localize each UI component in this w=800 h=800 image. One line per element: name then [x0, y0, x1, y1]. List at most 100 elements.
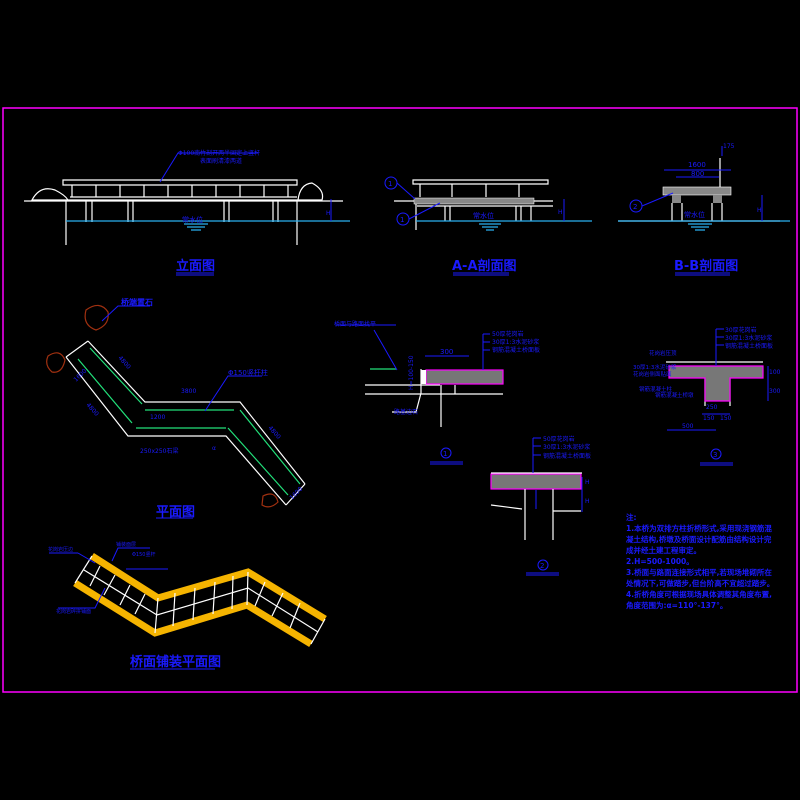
- drawing-label: 表面刷清漆两道: [200, 157, 242, 165]
- drawing-label: B-B剖面图: [674, 258, 738, 274]
- section-aa-view: 1 1 常水位 H A-A剖面图: [384, 176, 592, 276]
- note-item: 2.H=500-1000。: [626, 557, 694, 566]
- drawing-label: 桥面与路面找平: [334, 320, 376, 328]
- drawing-label: 平面图: [156, 505, 195, 520]
- note-item: 1.本桥为双排方柱折桥形式,采用现浇钢筋混凝土结构,桥墩及桥面设计配筋由结构设计…: [626, 524, 772, 555]
- drawing-linework: [440, 447, 452, 459]
- note-item: 3.桥面与路面连接形式相平,若现场堆砌所在处情况下,可做踏步,但台阶高不宜超过踏…: [626, 568, 775, 588]
- drawing-linework: [24, 179, 343, 245]
- drawing-label: A-A剖面图: [452, 258, 517, 274]
- drawing-label: 3: [713, 451, 717, 459]
- detail-2: 50厚花岗岩 30厚1:3水泥砂浆 钢筋混凝土桥面板 H H 2: [490, 435, 591, 576]
- elevation-view: Φ100南竹剖开两半固定上竖杆 表面刷清漆两道 常水位 H 立面图: [24, 149, 350, 276]
- drawing-linework: [394, 179, 553, 230]
- drawing-linework: [490, 472, 582, 540]
- drawing-linework: [641, 192, 674, 207]
- drawing-linework: [184, 223, 208, 231]
- drawing-label: 桥面铺装平面图: [130, 654, 221, 670]
- drawing-label: 150: [720, 415, 732, 422]
- drawing-label: 50厚花岗岩: [543, 435, 575, 443]
- drawing-linework: [396, 182, 565, 221]
- drawing-label: 1600: [72, 368, 88, 384]
- drawing-linework: [713, 195, 722, 203]
- drawing-label: 30厚1:3水泥砂浆: [633, 363, 677, 371]
- section-bb-view: 1600 800 175 H 2 常水位 B-B剖面图: [618, 143, 790, 276]
- drawing-label: H=100-150: [408, 355, 415, 390]
- drawing-linework: [618, 220, 790, 231]
- plan-view: 桥端置石 Φ150竖杆柱 3800 1200 250x250石梁 4800 48…: [46, 297, 306, 520]
- note-item: 4.折桥角度可根据现场具体调整其角度布置,角度范围为:α=110°-137°。: [626, 590, 772, 610]
- drawing-linework: [49, 547, 168, 609]
- drawing-label: 300: [440, 348, 453, 356]
- drawing-label: 175: [723, 143, 735, 150]
- drawing-label: 路基边石: [394, 408, 418, 416]
- drawing-label: 2: [540, 562, 544, 570]
- drawing-linework: [421, 370, 426, 384]
- drawing-label: 1600: [688, 161, 706, 169]
- drawing-label: 钢筋混凝土桥面板: [492, 346, 540, 354]
- drawing-linework: [675, 272, 730, 276]
- drawing-linework: [336, 324, 490, 371]
- drawing-linework: [710, 448, 722, 460]
- drawing-label: 800: [691, 170, 704, 178]
- drawing-linework: [700, 462, 733, 466]
- drawing-label: 3800: [181, 388, 196, 395]
- drawing-linework: [74, 555, 326, 645]
- drawing-label: 花岗岩压边: [48, 546, 73, 553]
- drawing-linework: [490, 473, 582, 490]
- notes-block: 注: 1.本桥为双排方柱折桥形式,采用现浇钢筋混凝土结构,桥墩及桥面设计配筋由结…: [626, 512, 776, 611]
- drawing-label: 300: [769, 388, 781, 395]
- drawing-label: 1: [388, 180, 392, 188]
- drawing-label: Φ150竖杆: [132, 551, 155, 558]
- drawing-label: 2: [633, 203, 637, 211]
- drawing-label: H: [585, 479, 590, 486]
- drawing-label: 1: [400, 216, 404, 224]
- paving-plan: 花岗岩压边 铺装面层 Φ150竖杆 花岗岩碎拼铺面 桥面铺装平面图: [48, 541, 327, 670]
- drawing-label: 1: [443, 450, 447, 458]
- rock-icon: [30, 182, 324, 201]
- drawing-label: Φ100南竹剖开两半固定上竖杆: [178, 149, 260, 157]
- drawing-linework: [176, 272, 214, 276]
- drawing-label: 钢筋混凝土桥面板: [543, 452, 591, 460]
- drawing-linework: [77, 347, 301, 496]
- drawing-label: 常水位: [684, 210, 705, 219]
- drawing-linework: [664, 146, 763, 221]
- drawing-label: 花岗岩侧面贴面: [633, 370, 672, 378]
- drawing-label: 4800: [85, 402, 101, 418]
- drawing-label: Φ150竖杆柱: [228, 368, 268, 377]
- drawing-label: H: [326, 210, 331, 217]
- drawing-linework: [425, 369, 504, 385]
- drawing-linework: [73, 553, 327, 647]
- drawing-linework: [430, 461, 463, 465]
- drawing-linework: [416, 220, 592, 231]
- rock-icon: [46, 304, 279, 508]
- drawing-label: 250: [706, 404, 718, 411]
- drawing-linework: [532, 437, 583, 512]
- detail-3: 30厚花岗岩 30厚1:3水泥砂浆 钢筋混凝土桥面板 花岗岩压顶 30厚1:3水…: [633, 326, 781, 466]
- drawing-linework: [526, 572, 559, 576]
- drawing-linework: [672, 195, 681, 203]
- drawing-label: 常水位: [473, 211, 494, 220]
- drawing-label: 4800: [117, 355, 133, 371]
- drawing-label: 花岗岩碎拼铺面: [56, 608, 91, 615]
- drawing-linework: [668, 365, 764, 402]
- drawing-label: 30厚1:3水泥砂浆: [543, 443, 590, 451]
- drawing-label: 30厚1:3水泥砂浆: [725, 334, 772, 342]
- drawing-label: 1200: [150, 414, 165, 421]
- drawing-label: 50厚花岗岩: [492, 330, 524, 338]
- drawing-label: 钢筋混凝土桥面板: [725, 342, 773, 350]
- drawing-linework: [101, 305, 262, 412]
- drawing-label: 30厚1:3水泥砂浆: [492, 338, 539, 346]
- drawing-label: 150: [703, 415, 715, 422]
- drawing-label: 250x250石梁: [140, 447, 178, 455]
- drawing-linework: [537, 559, 549, 571]
- drawing-label: H: [558, 209, 563, 216]
- drawing-label: α: [212, 445, 216, 452]
- drawing-linework: [365, 369, 503, 427]
- drawing-linework: [662, 186, 732, 196]
- drawing-label: 30厚花岗岩: [725, 326, 757, 334]
- drawing-label: 钢筋混凝土桥墩: [655, 391, 694, 399]
- drawing-label: 立面图: [176, 258, 215, 274]
- drawing-linework: [159, 152, 258, 183]
- drawing-linework: [667, 328, 769, 431]
